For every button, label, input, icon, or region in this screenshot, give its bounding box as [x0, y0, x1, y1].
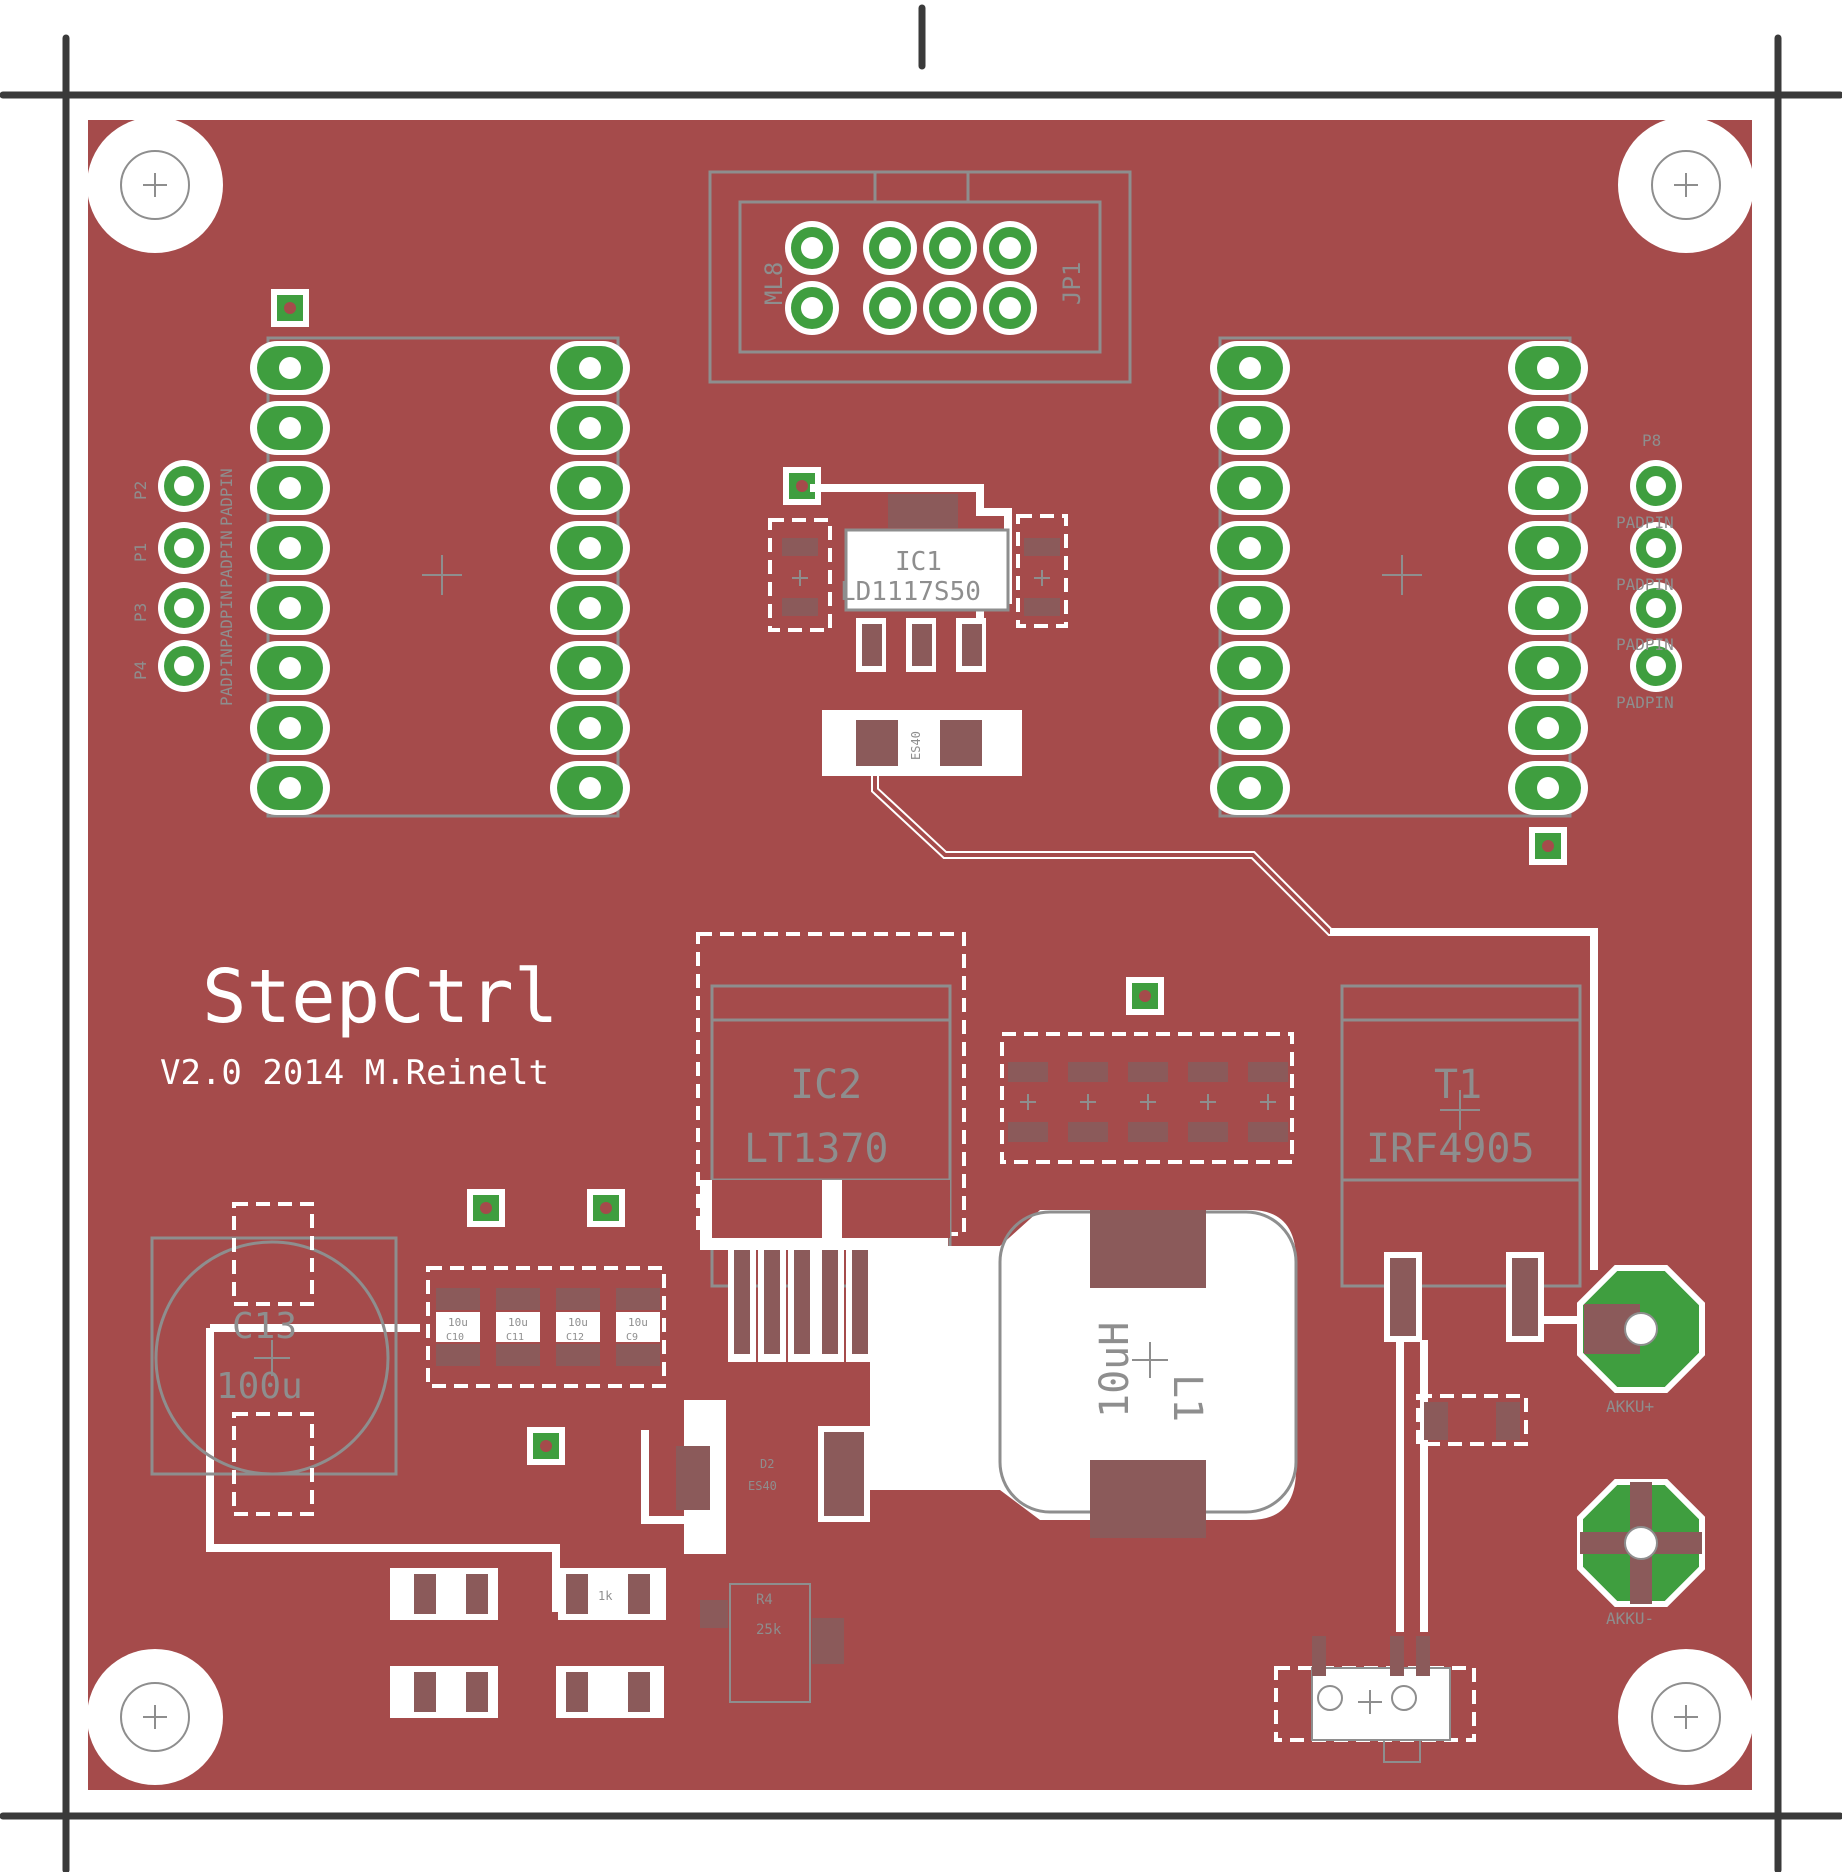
c13-name-label: C13	[232, 1306, 297, 1347]
l1-value-label: 10uH	[1092, 1322, 1138, 1418]
pad-type-label: PADPIN	[217, 530, 236, 588]
res-1k-label: 1k	[598, 1589, 613, 1603]
d2-name-label: D2	[760, 1457, 774, 1471]
ic1-value-label: LD1117S50	[840, 577, 981, 607]
akku-plus-terminal: AKKU+	[1540, 1265, 1705, 1416]
ic1-regulator: IC1 LD1117S50	[768, 484, 1068, 672]
cap-array-top	[1000, 1032, 1294, 1164]
l1-inductor: 10uH L1	[870, 1210, 1298, 1538]
d2-value-label: ES40	[748, 1479, 777, 1493]
d2-diode: D2 ES40	[641, 1400, 870, 1554]
smd-cap	[1188, 1062, 1228, 1082]
pad-type-label: PADPIN	[1616, 635, 1674, 654]
akku-minus-terminal: AKKU-	[1577, 1479, 1705, 1628]
left-driver-module	[250, 336, 630, 818]
pad-type-label: PADPIN	[1616, 513, 1674, 532]
r4-value-label: 25k	[756, 1622, 782, 1638]
ic1-name-label: IC1	[895, 547, 942, 577]
smd-cap	[1008, 1062, 1048, 1082]
cap-value-label: 10u	[508, 1316, 528, 1329]
d1-value-label: ES40	[909, 731, 923, 760]
smd-cap	[1068, 1062, 1108, 1082]
board-title: StepCtrl	[202, 954, 558, 1040]
ic2-value-label: LT1370	[744, 1126, 889, 1172]
cap-name-label: C10	[446, 1332, 464, 1343]
right-driver-module	[1210, 336, 1588, 818]
cap-array-bottom	[426, 1266, 666, 1388]
cap-name-label: C11	[506, 1332, 524, 1343]
akku-plus-label: AKKU+	[1606, 1397, 1654, 1416]
smd-cap	[1128, 1062, 1168, 1082]
dimension-lines	[0, 4, 1842, 1872]
slide-switch	[1274, 1340, 1476, 1763]
pad-type-label: PADPIN	[217, 468, 236, 526]
cap-name-label: C12	[566, 1332, 584, 1343]
pad-type-label: PADPIN	[1616, 693, 1674, 712]
jp1-connector: ML8 JP1	[708, 170, 1132, 384]
d1-diode: ES40	[822, 710, 1022, 776]
gate-resistor	[1416, 1394, 1528, 1446]
pad-type-label: PADPIN	[1616, 575, 1674, 594]
cap-value-label: 10u	[568, 1316, 588, 1329]
r4-name-label: R4	[756, 1592, 773, 1608]
smd-cap	[556, 1288, 600, 1310]
c13-value-label: 100u	[216, 1366, 303, 1407]
cap-name-label: C9	[626, 1332, 638, 1343]
bottom-resistors: 1k R4 25k	[390, 1568, 844, 1718]
smd-cap	[1248, 1062, 1288, 1082]
copper-fill	[88, 120, 1752, 1790]
pad-type-label: PADPIN	[217, 648, 236, 706]
smd-cap	[436, 1288, 480, 1310]
pad-name-label: P2	[131, 481, 150, 500]
vias	[271, 289, 1567, 1465]
t1-mosfet: T1 IRF4905	[1330, 928, 1598, 1342]
pad-name-label: P8	[1642, 431, 1661, 450]
ic2-name-label: IC2	[790, 1062, 862, 1108]
jp1-package-label: ML8	[760, 262, 788, 305]
akku-minus-label: AKKU-	[1606, 1609, 1654, 1628]
mounting-holes	[87, 117, 1754, 1785]
pad-type-label: PADPIN	[217, 590, 236, 648]
t1-value-label: IRF4905	[1366, 1126, 1535, 1172]
right-pad-pins	[1630, 460, 1682, 692]
l1-name-label: L1	[1164, 1374, 1210, 1422]
board-subtitle: V2.0 2014 M.Reinelt	[160, 1053, 549, 1093]
c13-capacitor: C13 100u	[150, 1202, 560, 1612]
smd-cap	[496, 1288, 540, 1310]
smd-cap	[616, 1288, 660, 1310]
jp1-name-label: JP1	[1058, 262, 1086, 305]
pad-name-label: P3	[131, 603, 150, 622]
cap-value-label: 10u	[628, 1316, 648, 1329]
pad-name-label: P4	[131, 661, 150, 680]
cap-value-label: 10u	[448, 1316, 468, 1329]
t1-name-label: T1	[1434, 1062, 1482, 1108]
left-pad-pins	[158, 460, 210, 692]
pad-name-label: P1	[131, 543, 150, 562]
